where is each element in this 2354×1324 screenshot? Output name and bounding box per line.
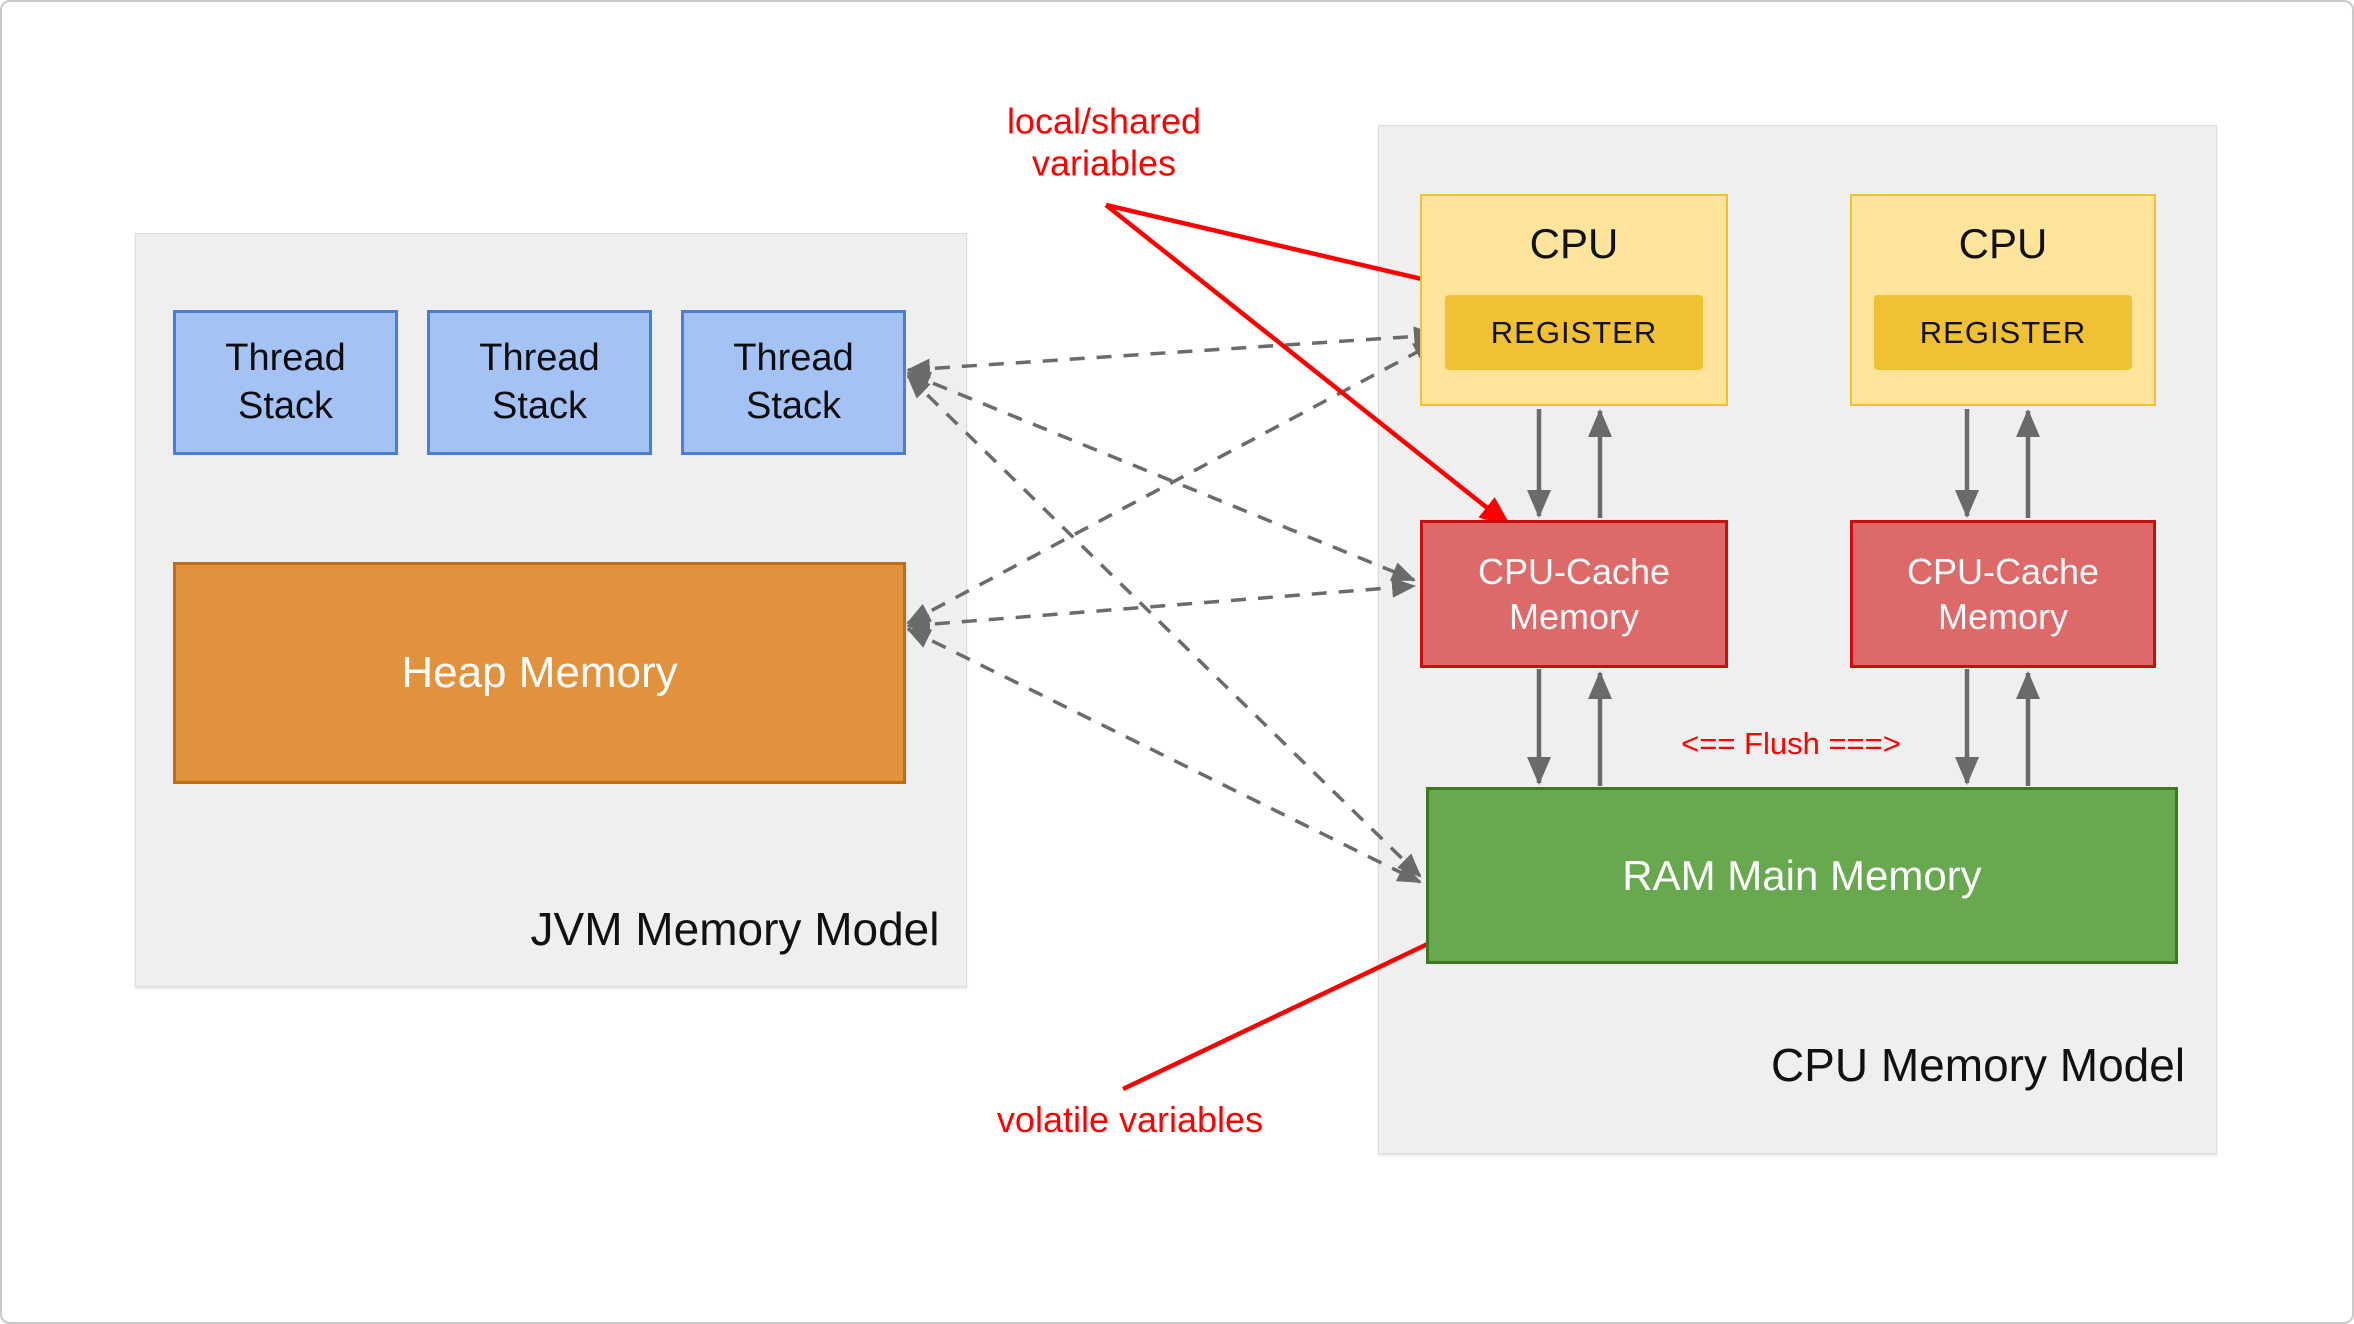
dashed-link-threadstack-ram [906,374,1422,878]
thread-stack-label-2: Thread Stack [479,337,600,427]
heap-memory-box: Heap Memory [173,562,906,784]
cpu-cache-label-1: CPU-Cache Memory [1477,551,1671,637]
cpu-model-title: CPU Memory Model [1770,1039,2186,1091]
jvm-model-title: JVM Memory Model [530,903,940,955]
dashed-link-heap-ram [906,627,1422,884]
dashed-link-group [906,326,1438,884]
thread-stack-box-2: Thread Stack [427,310,652,455]
dashed-link-threadstack-register [906,326,1438,379]
cpu-box-2: CPU REGISTER [1850,194,2156,406]
ram-main-memory-box: RAM Main Memory [1426,787,2178,964]
volatile-variables-annotation: volatile variables [996,1098,1264,1140]
thread-stack-box-3: Thread Stack [681,310,906,455]
cpu-label-2: CPU [1958,220,2048,267]
dashed-link-heap-register [906,340,1438,625]
cpu-cache-box-2: CPU-Cache Memory [1850,520,2156,668]
thread-stack-label-1: Thread Stack [225,337,346,427]
register-box-2: REGISTER [1874,295,2132,370]
ram-main-memory-label: RAM Main Memory [1622,851,1982,899]
flush-annotation: <== Flush ===> [1681,726,1901,761]
register-box-1: REGISTER [1445,295,1703,370]
heap-memory-label: Heap Memory [401,648,678,697]
cpu-label-1: CPU [1529,220,1619,267]
cpu-box-1: CPU REGISTER [1420,194,1728,406]
dashed-link-threadstack-cache [906,371,1416,582]
cpu-cache-label-2: CPU-Cache Memory [1906,551,2100,637]
dashed-link-heap-cache [906,577,1416,635]
local-shared-variables-annotation: local/shared variables [1006,100,1202,184]
thread-stack-box-1: Thread Stack [173,310,398,455]
thread-stack-label-3: Thread Stack [733,337,854,427]
cpu-cache-box-1: CPU-Cache Memory [1420,520,1728,668]
